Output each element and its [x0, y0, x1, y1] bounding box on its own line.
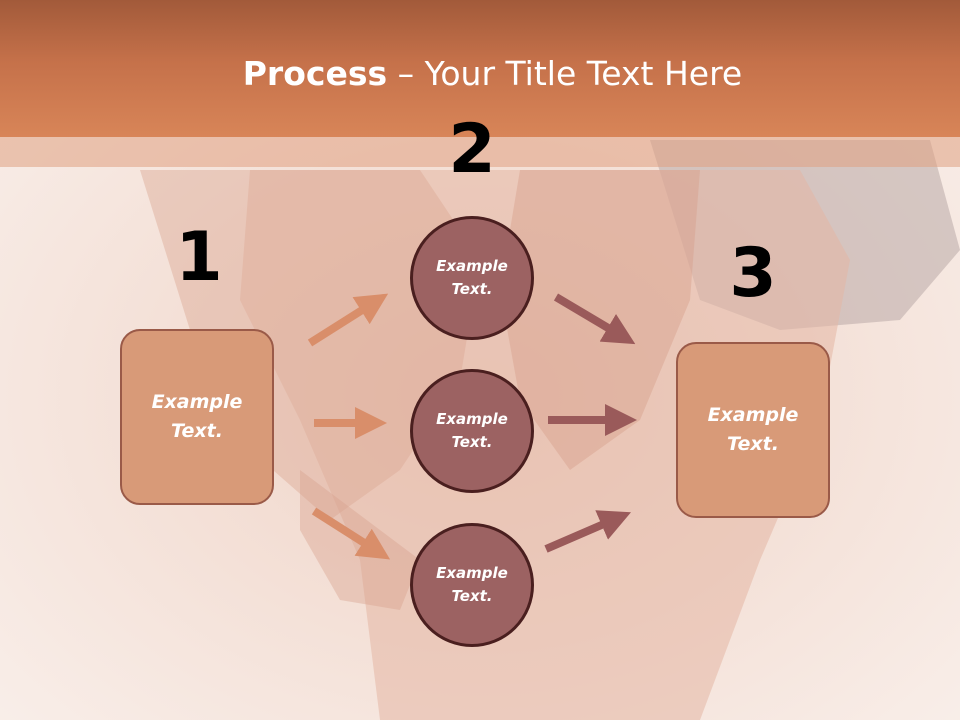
circle-middle: Example Text. — [410, 369, 534, 493]
header-bar — [0, 0, 960, 137]
header-band — [0, 137, 960, 167]
step-number-1: 1 — [175, 218, 223, 297]
circle-bottom: Example Text. — [410, 523, 534, 647]
title-bold: Process — [242, 54, 388, 93]
step-number-3: 3 — [729, 234, 777, 313]
circle-top-label: Example Text. — [436, 257, 508, 298]
left-box-label: Example Text. — [151, 391, 243, 442]
arrow-right-down — [553, 293, 636, 345]
circle-top: Example Text. — [410, 216, 534, 340]
arrow-left-down — [311, 507, 391, 560]
right-box-label: Example Text. — [707, 404, 799, 455]
right-box: Example Text. — [676, 342, 830, 518]
arrow-left-up — [307, 293, 389, 347]
circle-middle-label: Example Text. — [436, 410, 508, 451]
step-number-2: 2 — [448, 110, 496, 189]
arrow-right-up — [544, 510, 632, 553]
circle-bottom-label: Example Text. — [436, 564, 508, 605]
slide-title: Process – Your Title Text Here — [0, 52, 960, 96]
title-rest: – Your Title Text Here — [387, 54, 743, 93]
left-box: Example Text. — [120, 329, 274, 505]
